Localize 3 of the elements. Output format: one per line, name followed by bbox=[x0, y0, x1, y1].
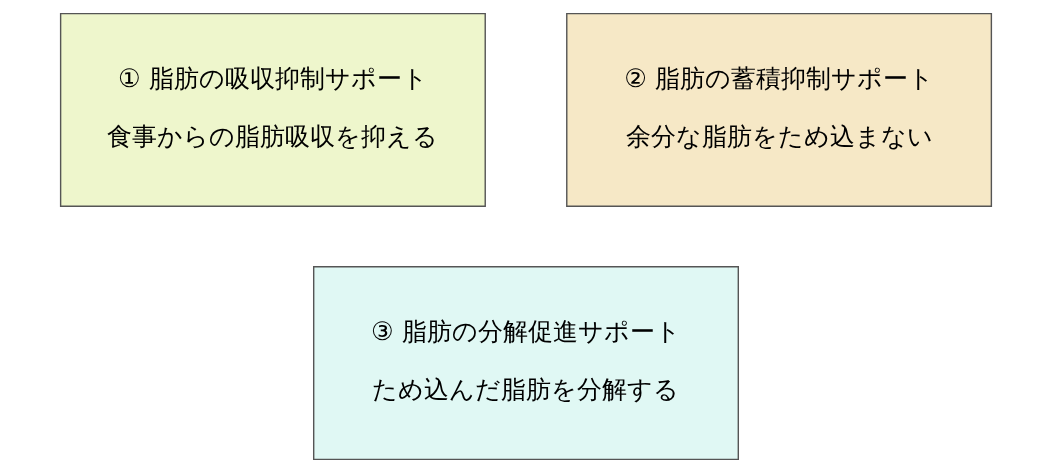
node-box: ① 脂肪の吸収抑制サポート 食事からの脂肪吸収を抑える bbox=[59, 12, 486, 207]
node-box: ② 脂肪の蓄積抑制サポート 余分な脂肪をため込まない bbox=[566, 12, 993, 207]
node-box: ③ 脂肪の分解促進サポート ため込んだ脂肪を分解する bbox=[313, 266, 739, 461]
